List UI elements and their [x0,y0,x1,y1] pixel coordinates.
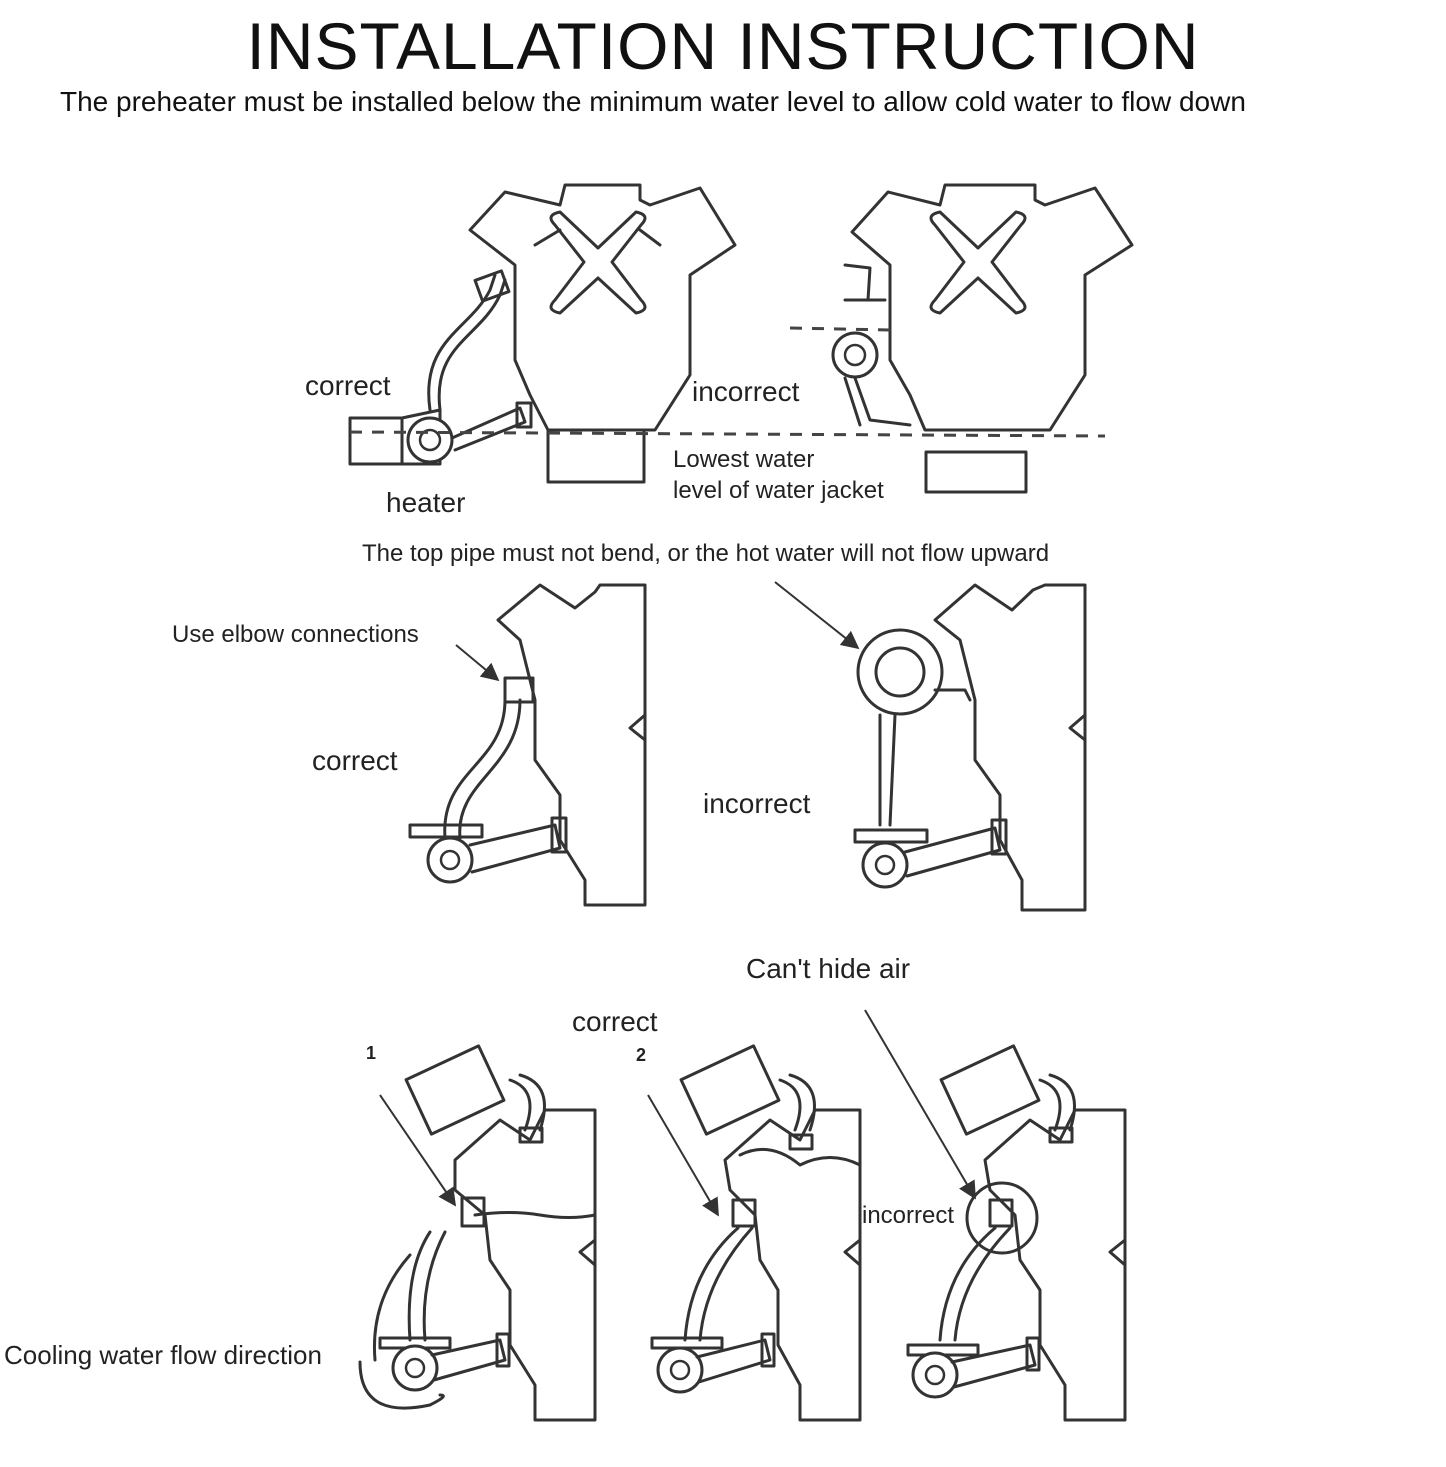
engine-v-block-correct [468,183,737,484]
arrow-1 [379,1094,457,1207]
row1-incorrect-label: incorrect [692,376,800,407]
arrow-3 [864,1009,976,1200]
elbow-arrow [455,644,500,682]
engine-cutaway-2 [650,1044,862,1422]
incorrect-water-level-line [789,326,891,332]
engine-v-block-incorrect [831,183,1134,494]
engine-side-incorrect [853,583,1087,912]
row3-incorrect-label: incorrect [862,1202,955,1229]
water-level-label-line2: level of water jacket [673,477,884,504]
row2-incorrect-label: incorrect [703,788,811,819]
top-pipe-note: The top pipe must not bend, or the hot w… [362,540,1050,567]
bend-arrow [774,581,860,650]
diagram-number-2: 2 [636,1045,647,1065]
diagram-number-1: 1 [366,1043,377,1063]
flow-direction-label: Cooling water flow direction [4,1340,322,1370]
elbow-note: Use elbow connections [172,621,419,648]
row1-correct-label: correct [305,370,391,401]
page-title: INSTALLATION INSTRUCTION [246,9,1200,83]
heater-label: heater [386,487,466,518]
water-level-label-line1: Lowest water [673,446,815,473]
arrow-2 [647,1094,719,1217]
heater-correct [348,269,533,466]
page-subtitle: The preheater must be installed below th… [60,86,1246,117]
row2-correct-label: correct [312,745,398,776]
air-note: Can't hide air [746,953,911,984]
row3-correct-label: correct [572,1006,658,1037]
engine-cutaway-3 [906,1044,1127,1422]
engine-cutaway-1 [358,1044,597,1422]
engine-side-correct [408,583,647,907]
water-level-line [349,430,1106,438]
